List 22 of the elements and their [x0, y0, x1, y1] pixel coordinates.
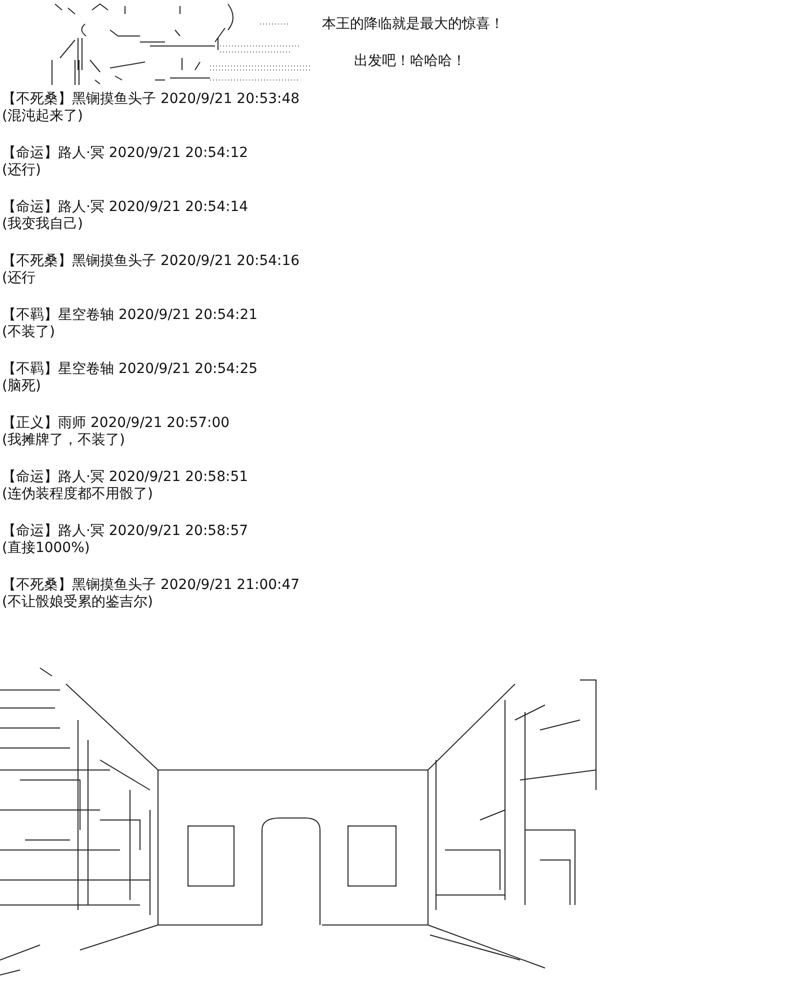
- chat-message: (混沌起来了): [2, 108, 83, 124]
- chat-header: 【不死桑】黑锎摸鱼头子 2020/9/21 20:54:16: [2, 253, 300, 269]
- chat-header: 【不死桑】黑锎摸鱼头子 2020/9/21 21:00:47: [2, 577, 300, 593]
- chat-message: (不装了): [2, 324, 55, 340]
- chat-message: (我变我自己): [2, 216, 83, 232]
- speech-text: 出发吧！哈哈哈！: [354, 53, 466, 69]
- chat-header: 【正义】雨师 2020/9/21 20:57:00: [2, 415, 230, 431]
- chat-message: (连伪装程度都不用骰了): [2, 486, 153, 502]
- chat-header: 【命运】路人·冥 2020/9/21 20:54:12: [2, 145, 248, 161]
- chat-message: (直接1000%): [2, 540, 90, 556]
- chat-header: 【不羁】星空卷轴 2020/9/21 20:54:21: [2, 307, 258, 323]
- chat-header: 【不羁】星空卷轴 2020/9/21 20:54:25: [2, 361, 258, 377]
- chat-header: 【命运】路人·冥 2020/9/21 20:58:57: [2, 523, 248, 539]
- chat-message: (还行): [2, 162, 41, 178]
- chat-header: 【不死桑】黑锎摸鱼头子 2020/9/21 20:53:48: [2, 91, 300, 107]
- speech-text: 本王的降临就是最大的惊喜！: [322, 16, 504, 32]
- chat-message: (脑死): [2, 378, 41, 394]
- chat-message: (还行: [2, 270, 36, 286]
- chat-header: 【命运】路人·冥 2020/9/21 20:54:14: [2, 199, 248, 215]
- chat-message: (我摊牌了，不装了): [2, 432, 125, 448]
- chat-header: 【命运】路人·冥 2020/9/21 20:58:51: [2, 469, 248, 485]
- chat-message: (不让骰娘受累的鉴吉尔): [2, 594, 153, 610]
